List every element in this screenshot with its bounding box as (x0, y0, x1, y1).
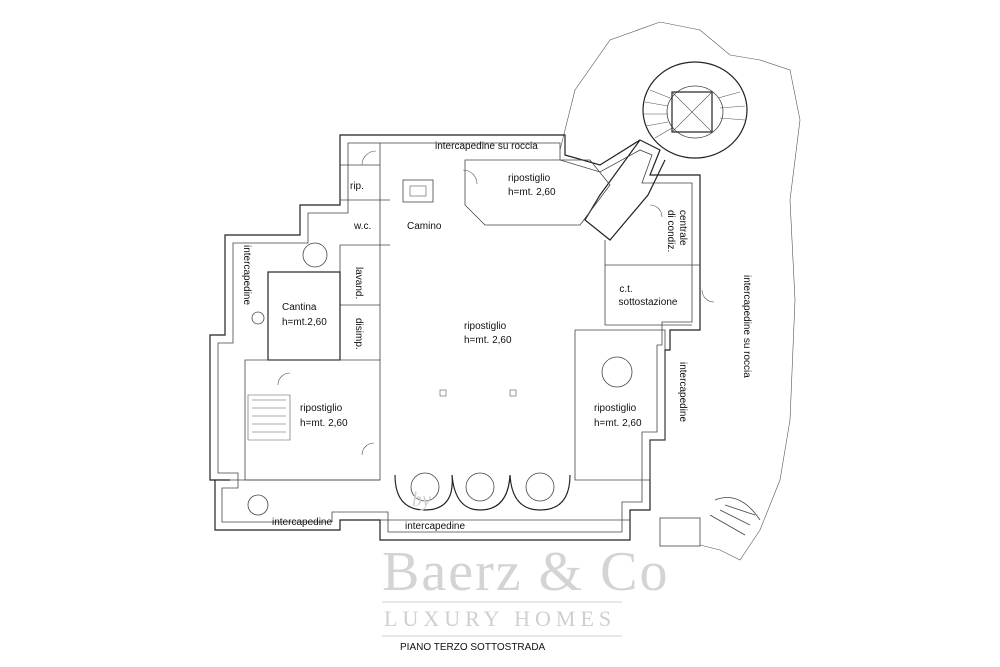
watermark-by: by (412, 489, 431, 511)
column-right-room (601, 356, 633, 388)
stair-core-diag2 (671, 91, 713, 133)
stair-steps-tower (643, 89, 746, 139)
door-ct (701, 289, 715, 303)
label-ripostiglio-center: ripostiglio (464, 321, 507, 332)
label-ripostiglio-top: ripostiglio (508, 173, 551, 184)
stair-left (247, 394, 291, 441)
column-left-bottom (247, 494, 269, 516)
label-ct-sottostazione: sottostazione (619, 297, 678, 308)
camino-inner (409, 185, 427, 197)
watermark-tagline: LUXURY HOMES (384, 606, 616, 631)
column-cantina (302, 242, 328, 268)
marker-1 (439, 389, 447, 397)
label-ripostiglio-right-height: h=mt. 2,60 (594, 418, 642, 429)
label-disimp: disimp. (353, 318, 364, 350)
plan-title: PIANO TERZO SOTTOSTRADA (400, 642, 546, 653)
inner-wall (217, 142, 693, 533)
door-centrale (649, 204, 663, 218)
label-centrale: centrale (677, 210, 688, 246)
door-cantina-stair (277, 372, 291, 386)
label-intercapedine-left: intercapedine (241, 245, 252, 305)
stair-block-bottom-right (659, 517, 701, 547)
stair-core (671, 91, 713, 133)
label-ripostiglio-center-height: h=mt. 2,60 (464, 335, 512, 346)
door-rip-left (361, 442, 375, 456)
label-rip: rip. (350, 181, 364, 192)
watermark-brand: Baerz & Co (382, 541, 669, 603)
column-2 (465, 472, 495, 502)
cantina-room (267, 271, 341, 361)
marker-2 (509, 389, 517, 397)
label-ripostiglio-left-height: h=mt. 2,60 (300, 418, 348, 429)
ripostiglio-top-walls (464, 159, 611, 226)
stair-tower-outer (642, 61, 748, 159)
label-intercapedine-top: intercapedine su roccia (435, 141, 538, 152)
door-rip (361, 150, 377, 166)
tower-corridor (584, 139, 666, 241)
rock-outline (559, 21, 801, 561)
door-rip-top (462, 169, 478, 185)
outer-wall (209, 134, 701, 541)
camino-fireplace (402, 179, 434, 203)
stair-bottom-right (709, 497, 761, 536)
label-di-condiz: di condiz. (665, 210, 676, 252)
label-ripostiglio-left: ripostiglio (300, 403, 343, 414)
bay-arcs (394, 474, 571, 511)
column-3 (525, 472, 555, 502)
label-cantina: Cantina (282, 302, 317, 313)
stair-tower-inner (666, 85, 724, 139)
label-intercapedine-right: intercapedine su roccia (741, 275, 752, 378)
label-ct: c.t. (619, 284, 632, 295)
label-intercapedine-bottom-center: intercapedine (405, 521, 465, 532)
column-left-wall (251, 311, 265, 325)
label-ripostiglio-right: ripostiglio (594, 403, 637, 414)
label-cantina-height: h=mt.2,60 (282, 317, 327, 328)
column-1 (410, 472, 440, 502)
label-intercapedine-east: intercapedine (677, 362, 688, 422)
label-wc: w.c. (353, 221, 371, 232)
ripostiglio-right-walls (574, 329, 666, 481)
label-camino: Camino (407, 221, 442, 232)
label-ripostiglio-top-height: h=mt. 2,60 (508, 187, 556, 198)
label-lavand: lavand. (353, 267, 364, 299)
label-intercapedine-bottom-left: intercapedine (272, 517, 332, 528)
